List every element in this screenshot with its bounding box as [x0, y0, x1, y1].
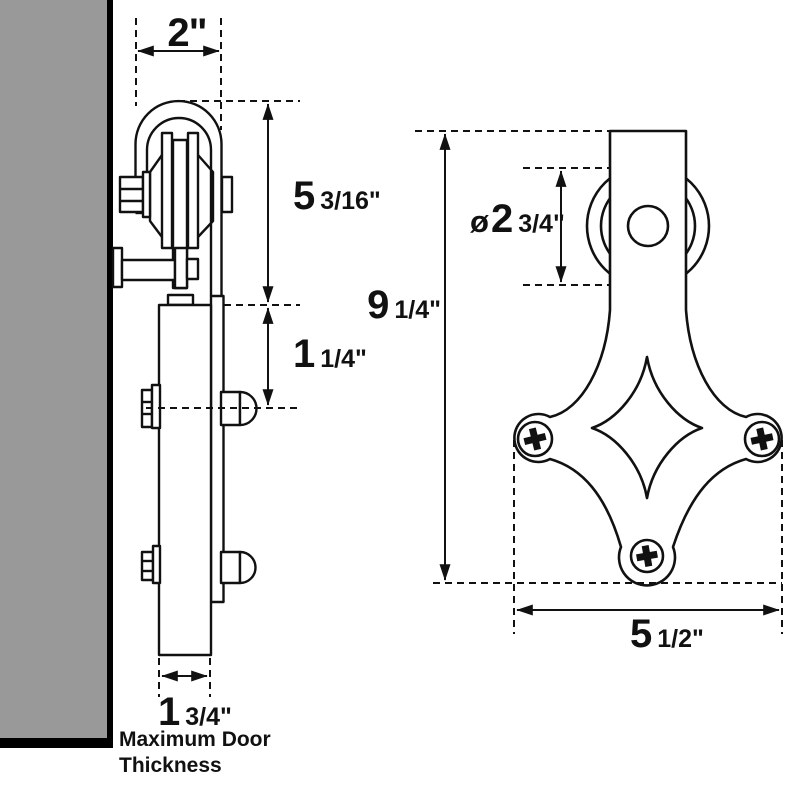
dimension-lines	[135, 18, 783, 697]
axle-hole	[626, 204, 670, 248]
door-bolt-bottom	[140, 544, 257, 585]
phillips-screw-right-icon	[743, 420, 781, 458]
label-top-offset: 1 1/4"	[293, 332, 367, 376]
axle-hex-bolt	[118, 170, 152, 219]
label-door-thickness: 1 3/4"	[158, 690, 232, 734]
axle-tab	[220, 175, 234, 214]
standoff-bolt	[111, 246, 200, 290]
door-thickness-note-line2: Thickness	[119, 753, 222, 777]
label-overall-height: 9 1/4"	[367, 283, 441, 327]
extension-lines	[135, 18, 783, 697]
hub-plate-right	[186, 131, 200, 250]
diamond-cutout	[590, 355, 704, 500]
door-thickness-note-line1: Maximum Door	[119, 728, 271, 751]
door-top-cap	[166, 293, 195, 307]
phillips-screw-left-icon	[516, 420, 554, 458]
door-thickness-note: Maximum Door Thickness	[119, 727, 271, 778]
label-roller-drop: 5 3/16"	[293, 174, 381, 218]
label-strap-width: 2"	[167, 11, 207, 55]
front-view	[513, 129, 783, 587]
phillips-screw-bottom-icon	[629, 538, 665, 574]
side-view	[111, 99, 258, 657]
diameter-symbol: ø	[470, 204, 489, 239]
door-cross-section	[157, 303, 213, 657]
label-plate-width: 5 1/2"	[630, 612, 704, 656]
hub-plate-left	[160, 131, 174, 250]
wall	[0, 0, 113, 748]
label-wheel-diameter: ø 2 3/4"	[470, 197, 565, 241]
